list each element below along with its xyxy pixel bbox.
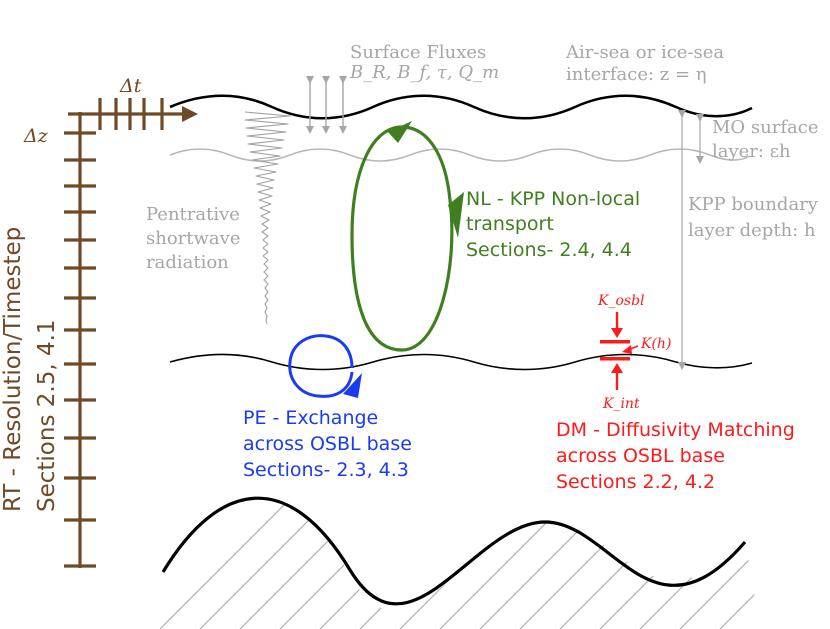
dm-k-osbl: K_osbl: [597, 293, 645, 309]
shortwave-radiation-squiggle: [244, 111, 291, 325]
nl-loop-arrowhead-right: [448, 192, 464, 238]
pe-label-line2: across OSBL base: [243, 433, 412, 455]
shortwave-label-line2: shortwave: [146, 228, 240, 249]
pe-loop: [288, 334, 362, 398]
rt-dt-label: Δt: [119, 75, 142, 97]
surface-interface-line: [169, 94, 753, 120]
rt-label-line2: Sections 2.5, 4.1: [34, 319, 60, 512]
mo-layer-label-line2: layer: εh: [712, 141, 791, 162]
dm-k-h: K(h): [640, 336, 671, 352]
surface-fluxes-symbols: B_R, B_f, τ, Q_m: [349, 62, 499, 83]
nl-label-line2: transport: [466, 213, 554, 235]
rt-time-arrowhead: [182, 106, 198, 122]
kpp-depth-label-line2: layer depth: h: [688, 220, 816, 241]
rt-label-line1: RT - Resolution/Timestep: [0, 227, 26, 512]
mo-layer-label-line1: MO surface: [712, 117, 818, 138]
surface-flux-arrows: [306, 76, 347, 134]
dm-label-line3: Sections 2.2, 4.2: [556, 471, 715, 493]
dm-label-line2: across OSBL base: [556, 445, 725, 467]
nl-label-line3: Sections- 2.4, 4.4: [466, 239, 632, 261]
interface-label-line1: Air-sea or ice-sea: [565, 42, 724, 63]
nl-loop: [350, 121, 464, 352]
osbl-base-line: [169, 353, 753, 371]
nl-loop-arrowhead-top: [388, 121, 412, 143]
rt-vertical-ruler: [64, 112, 96, 568]
nl-label-line1: NL - KPP Non-local: [466, 188, 640, 210]
pe-label-line3: Sections- 2.3, 4.3: [243, 459, 409, 481]
mo-layer-line: [169, 148, 751, 162]
pe-label-line1: PE - Exchange: [243, 407, 378, 429]
rt-dz-label: Δz: [23, 125, 49, 147]
dm-k-int: K_int: [602, 396, 640, 412]
seabed-curve: [161, 496, 747, 606]
pe-loop-arrowhead: [343, 373, 362, 398]
dm-diffusivity-symbol: [600, 312, 639, 390]
kpp-depth-label-line1: KPP boundary: [688, 194, 819, 215]
shortwave-label-line3: radiation: [146, 252, 229, 273]
rt-horizontal-ruler: [68, 98, 184, 130]
shortwave-label-line1: Pentrative: [146, 204, 240, 225]
interface-label-line2: interface: z = η: [566, 64, 707, 85]
surface-fluxes-title: Surface Fluxes: [350, 42, 486, 63]
dm-label-line1: DM - Diffusivity Matching: [556, 419, 795, 441]
